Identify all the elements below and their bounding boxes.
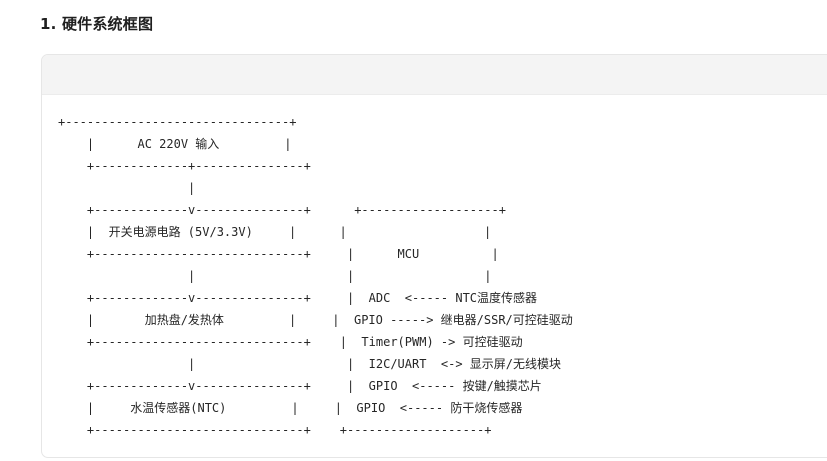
code-line: | 加热盘/发热体 | | GPIO -----> 继电器/SSR/可控硅驱动: [58, 313, 573, 327]
code-line: | AC 220V 输入 |: [58, 137, 292, 151]
code-line: +-------------v---------------+ +-------…: [58, 203, 506, 217]
code-content[interactable]: +-------------------------------+ | AC 2…: [58, 111, 573, 441]
code-line: | | I2C/UART <-> 显示屏/无线模块: [58, 357, 562, 371]
code-line: +-------------+---------------+: [58, 159, 311, 173]
code-line: +-----------------------------+ +-------…: [58, 423, 492, 437]
code-line: | 水温传感器(NTC) | | GPIO <----- 防干烧传感器: [58, 401, 523, 415]
code-block-header: [42, 55, 827, 95]
section-heading: 1. 硬件系统框图: [40, 15, 154, 33]
code-line: | 开关电源电路 (5V/3.3V) | | |: [58, 225, 492, 239]
code-line: +-----------------------------+ | MCU |: [58, 247, 499, 261]
code-line: | | |: [58, 269, 492, 283]
code-block: +-------------------------------+ | AC 2…: [41, 54, 827, 458]
code-line: |: [58, 181, 196, 195]
code-line: +-------------v---------------+ | GPIO <…: [58, 379, 542, 393]
code-line: +-----------------------------+ | Timer(…: [58, 335, 523, 349]
code-line: +-------------------------------+: [58, 115, 297, 129]
code-line: +-------------v---------------+ | ADC <-…: [58, 291, 538, 305]
